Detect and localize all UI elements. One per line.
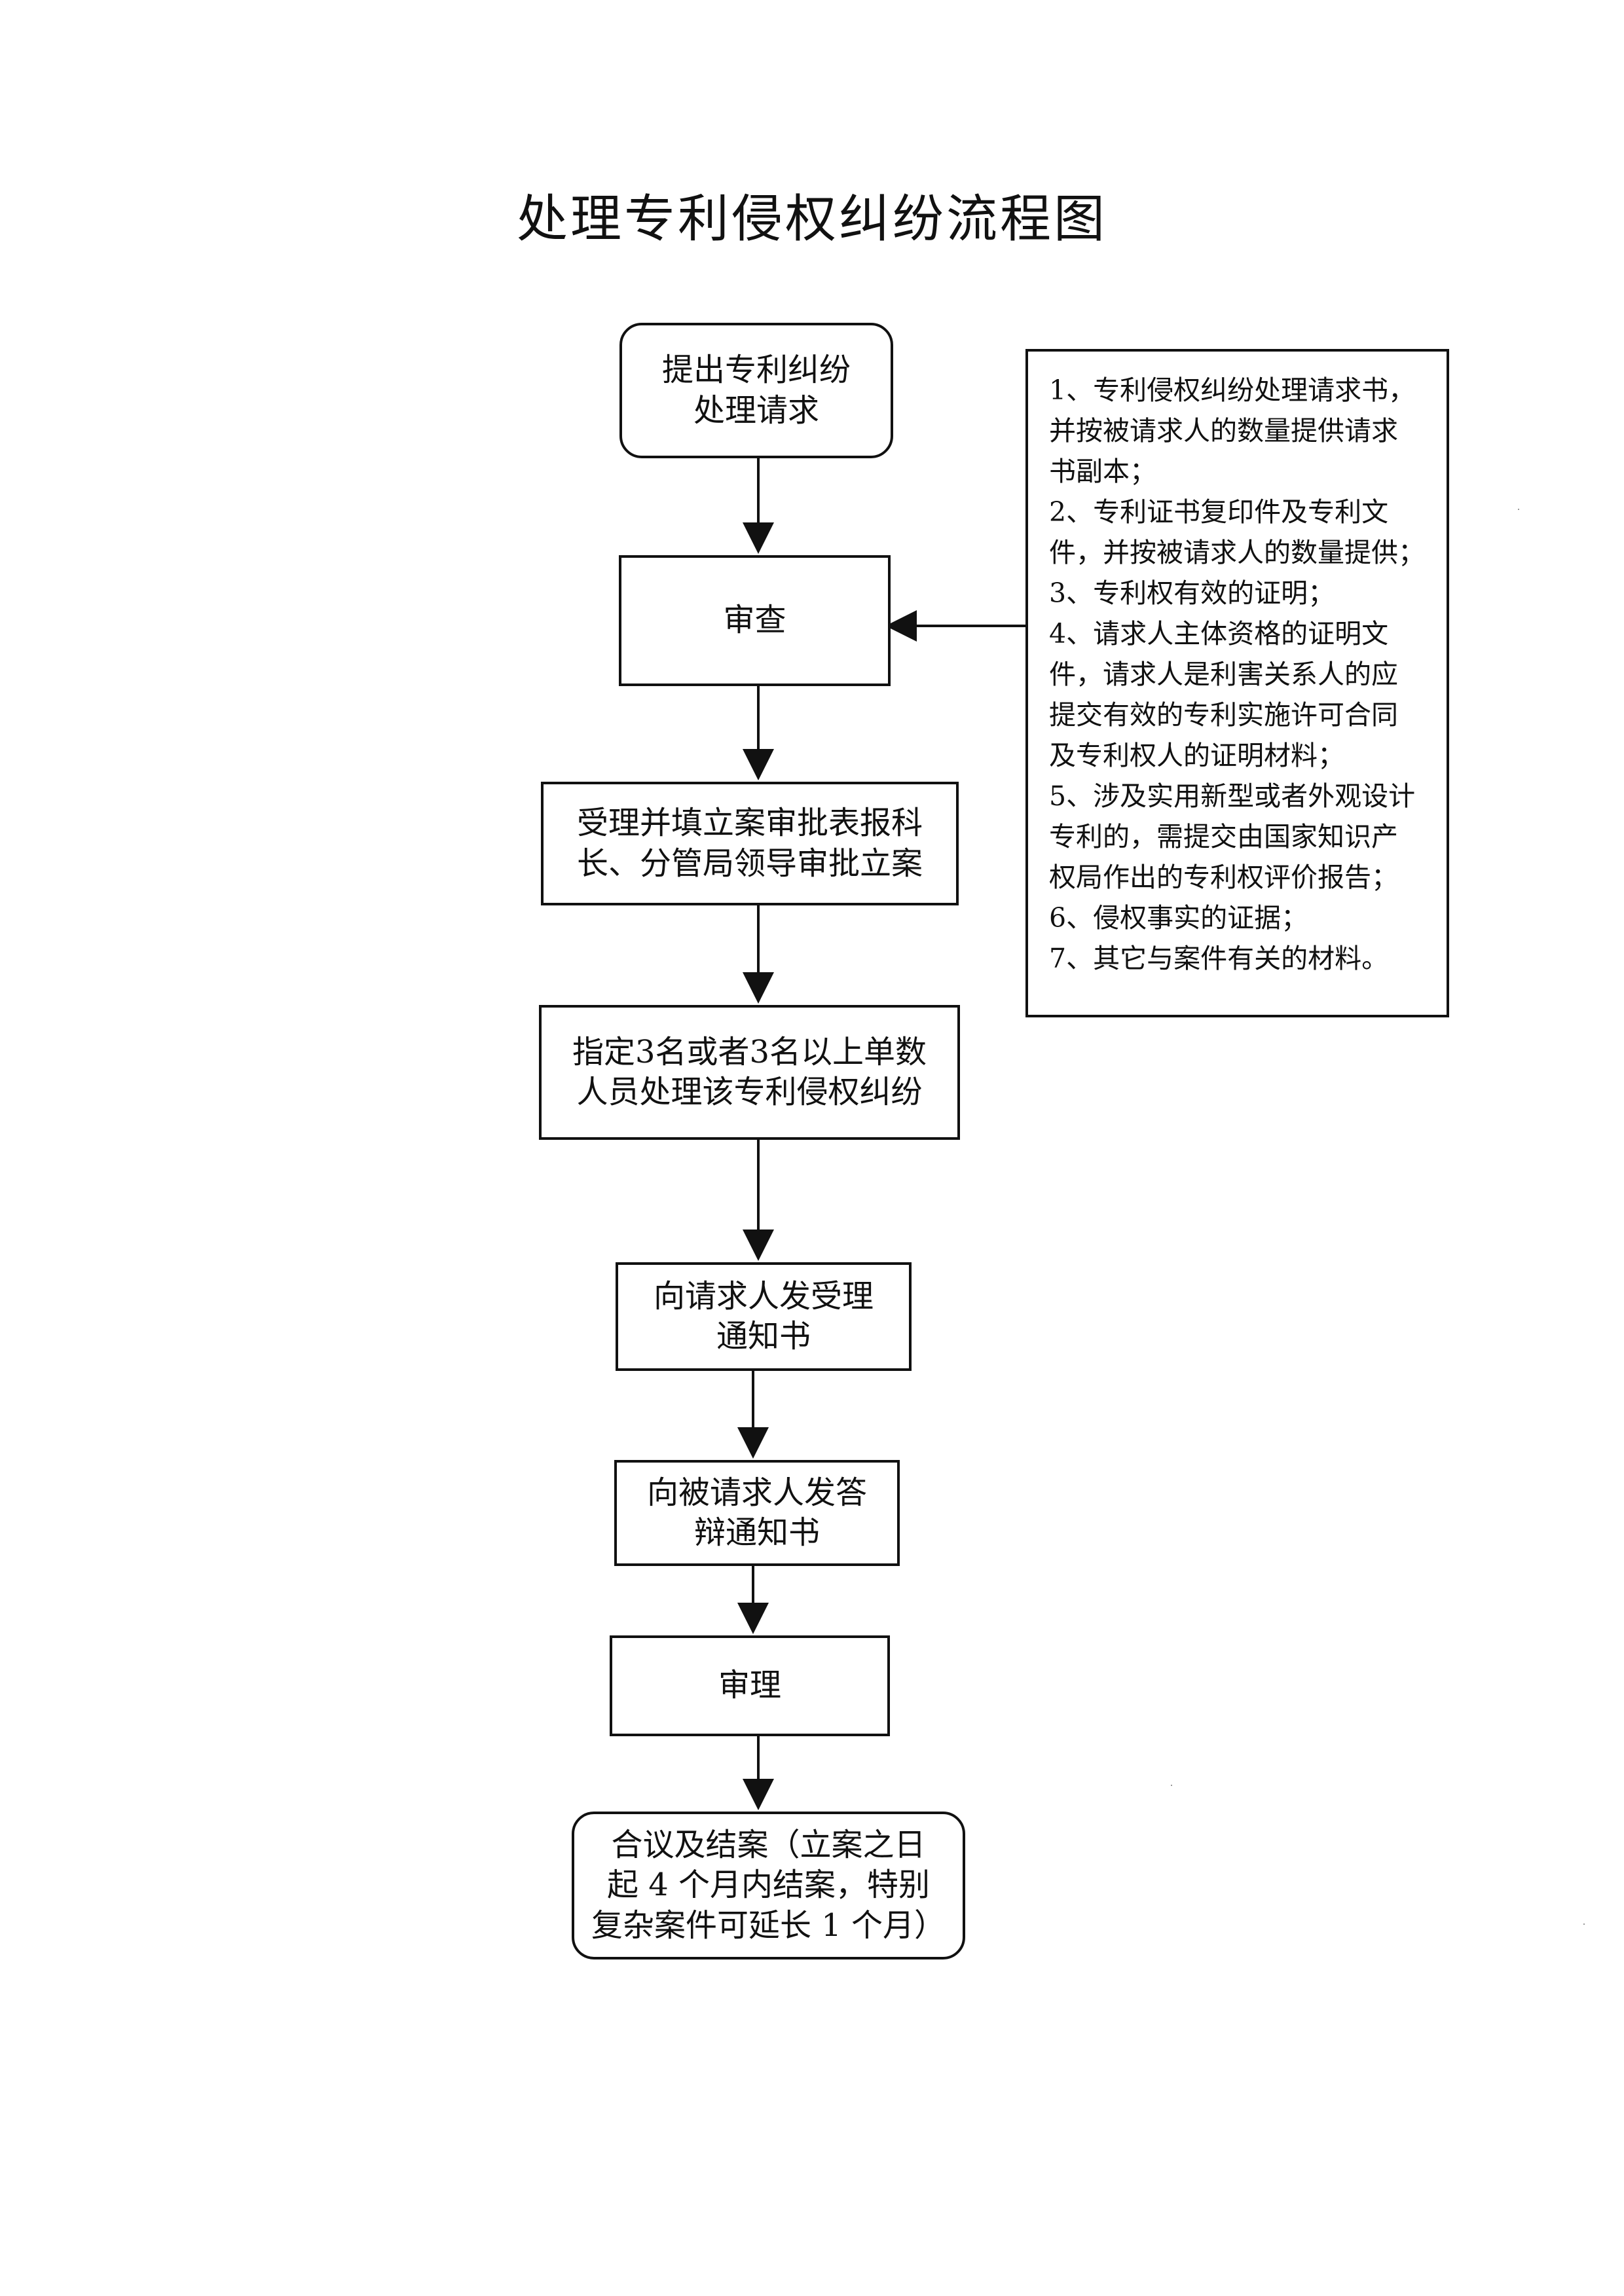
step-assign-handlers: 指定3名或者3名以上单数 人员处理该专利侵权纠纷 [539,1005,960,1140]
required-material-item: 7、其它与案件有关的材料。 [1049,943,1389,974]
step-review: 审查 [619,555,891,686]
step-hearing-label: 审理 [718,1667,781,1704]
scan-speck [1171,1785,1172,1786]
step-send-acceptance-notice: 向请求人发受理 通知书 [616,1262,912,1371]
required-materials-box: 1、专利侵权纠纷处理请求书， 并按被请求人的数量提供请求 书副本； 2、专利证书… [1025,349,1449,1017]
step-send-acceptance-notice-label: 向请求人发受理 通知书 [653,1277,874,1355]
step-accept-case-label: 受理并填立案审批表报科 长、分管局领导审批立案 [576,805,923,882]
step-deliberation-closing-label: 合议及结案（立案之日 起 4 个月内结案，特别 复杂案件可延长 1 个月） [591,1826,946,1944]
step-accept-case: 受理并填立案审批表报科 长、分管局领导审批立案 [541,782,959,905]
step-hearing: 审理 [610,1635,890,1736]
step-review-label: 审查 [723,602,786,639]
step-send-defense-notice: 向被请求人发答 辩通知书 [614,1460,900,1566]
scan-speck [1518,509,1519,510]
required-material-item: 4、请求人主体资格的证明文 件，请求人是利害关系人的应 提交有效的专利实施许可合… [1049,618,1398,771]
required-material-item: 5、涉及实用新型或者外观设计 专利的，需提交由国家知识产 权局作出的专利权评价报… [1049,780,1416,893]
step-deliberation-closing: 合议及结案（立案之日 起 4 个月内结案，特别 复杂案件可延长 1 个月） [572,1812,965,1959]
required-material-item: 6、侵权事实的证据； [1049,902,1308,934]
step-send-defense-notice-label: 向被请求人发答 辩通知书 [646,1474,867,1551]
step-assign-handlers-label: 指定3名或者3名以上单数 人员处理该专利侵权纠纷 [572,1033,927,1110]
required-material-item: 2、专利证书复印件及专利文 件，并按被请求人的数量提供； [1049,496,1425,568]
required-material-item: 3、专利权有效的证明； [1049,577,1335,609]
scan-speck [1583,1923,1585,1925]
required-material-item: 1、专利侵权纠纷处理请求书， 并按被请求人的数量提供请求 书副本； [1049,374,1416,487]
step-submit-request-label: 提出专利纠纷 处理请求 [661,352,851,429]
step-submit-request: 提出专利纠纷 处理请求 [619,323,893,458]
page-title: 处理专利侵权纠纷流程图 [516,190,1107,249]
